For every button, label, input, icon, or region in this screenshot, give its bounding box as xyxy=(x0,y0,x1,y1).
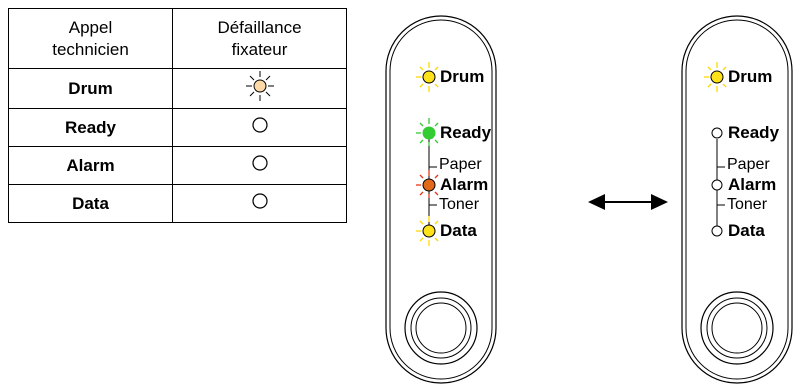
drum-blinking-led-icon xyxy=(172,68,347,109)
right-label-data: Data xyxy=(728,221,765,240)
control-panel-drum-only: Drum Ready Paper Alarm Toner Data xyxy=(681,15,794,387)
table-row: Alarm xyxy=(8,146,347,185)
right-label-toner: Toner xyxy=(727,196,768,213)
right-label-ready: Ready xyxy=(728,123,780,142)
ready-led-off-icon xyxy=(711,127,723,139)
header-col1-line2: technicien xyxy=(52,39,129,59)
drum-led-icon xyxy=(422,70,436,84)
alarm-rays-icon xyxy=(416,170,439,198)
row-label-alarm: Alarm xyxy=(8,146,173,185)
left-label-ready: Ready xyxy=(440,123,492,142)
left-label-paper: Paper xyxy=(439,156,482,173)
panel-outline xyxy=(385,15,497,384)
header-col2-line1: Défaillance xyxy=(217,17,302,37)
led-status-table: Appel technicien Défaillance fixateur Dr… xyxy=(8,8,347,223)
data-led-icon xyxy=(422,224,436,238)
drum-rays-icon xyxy=(704,62,727,92)
alarm-led-off-icon xyxy=(711,179,723,191)
header-col1-line1: Appel xyxy=(68,17,113,37)
alarm-led-icon xyxy=(422,178,436,192)
data-rays-icon xyxy=(416,216,439,246)
ready-led-icon xyxy=(422,126,436,140)
data-led-off-icon xyxy=(711,225,723,237)
right-label-drum: Drum xyxy=(728,67,773,86)
alarm-off-led-icon xyxy=(172,146,347,185)
right-label-paper: Paper xyxy=(727,156,770,173)
panel-outline xyxy=(681,15,793,384)
ready-rays-icon xyxy=(416,118,439,146)
row-label-data: Data xyxy=(8,184,173,223)
left-label-alarm: Alarm xyxy=(440,175,489,194)
row-label-drum: Drum xyxy=(8,68,173,109)
header-call-technician: Appel technicien xyxy=(8,8,173,69)
right-label-alarm: Alarm xyxy=(728,175,777,194)
data-off-led-icon xyxy=(172,184,347,223)
double-arrow-icon xyxy=(588,194,668,210)
left-label-data: Data xyxy=(440,221,477,240)
table-row: Ready xyxy=(8,108,347,147)
header-fuser-failure: Défaillance fixateur xyxy=(172,8,347,69)
left-label-drum: Drum xyxy=(440,67,485,86)
drum-rays-icon xyxy=(416,62,439,92)
header-col2-line2: fixateur xyxy=(231,39,288,59)
ready-off-led-icon xyxy=(172,108,347,147)
control-panel-all-blinking: Drum Ready Paper Alarm Toner Data xyxy=(385,15,498,387)
table-row: Drum xyxy=(8,68,347,109)
drum-led-icon xyxy=(710,70,724,84)
left-label-toner: Toner xyxy=(439,196,480,213)
table-row: Data xyxy=(8,184,347,223)
row-label-ready: Ready xyxy=(8,108,173,147)
